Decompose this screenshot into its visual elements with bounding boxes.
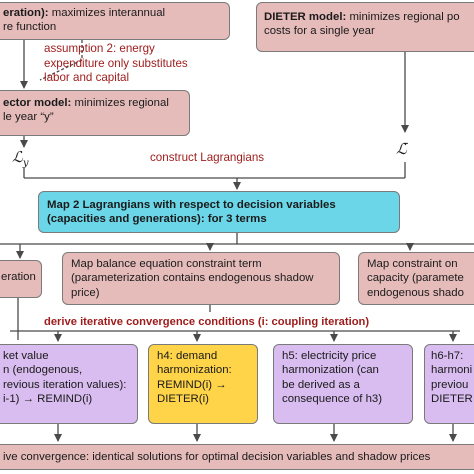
map-lagrangians-line-2: (capacities and generations): for 3 term…: [47, 213, 267, 226]
market-line-1: ket value: [3, 350, 49, 362]
convergence-box: ive convergence: identical solutions for…: [0, 444, 474, 470]
capacity-line-2: capacity (paramete: [367, 272, 464, 285]
map-lagrangians-box: Map 2 Lagrangians with respect to decisi…: [38, 191, 400, 233]
dieter-model-name: DIETER model:: [264, 11, 347, 23]
top-left-model-desc-2: re function: [3, 21, 57, 34]
dieter-model-desc-1: minimizes regional po: [346, 11, 460, 23]
dieter-model-desc-2: costs for a single year: [264, 25, 375, 38]
capacity-constraint-box: Map constraint on capacity (paramete end…: [358, 252, 474, 305]
balance-equation-box: Map balance equation constraint term (pa…: [62, 252, 340, 305]
assumption-line-1: assumption 2: energy: [44, 42, 155, 55]
h4-line-4: DIETER(i): [157, 393, 209, 406]
h4-line-2: harmonization:: [157, 364, 232, 377]
balance-line-1: Map balance equation constraint term: [71, 258, 262, 270]
sector-model-desc-1: minimizes regional: [71, 97, 169, 109]
sector-model-desc-2: le year “y”: [3, 111, 54, 124]
market-line-3: revious iteration values):: [3, 378, 127, 391]
capacity-line-3: endogenous shado: [367, 286, 464, 299]
h5-price-box: h5: electricity price harmonization (can…: [273, 344, 413, 424]
assumption-line-2: expenditure only substitutes: [44, 56, 188, 70]
sector-model-name: ector model:: [3, 97, 72, 109]
h67-line-1: h6-h7:: [431, 350, 464, 362]
capacity-line-1: Map constraint on: [367, 258, 458, 270]
h67-line-2: harmoni: [431, 364, 473, 377]
assumption-line-3: labor and capital: [44, 71, 130, 85]
h5-line-2: harmonization (can: [282, 364, 379, 377]
h4-line-3: REMIND(i) →: [157, 378, 227, 391]
h5-line-3: be derived as a: [282, 378, 360, 391]
derive-conditions-label: derive iterative convergence conditions …: [44, 316, 370, 328]
h5-line-4: consequence of h3): [282, 393, 383, 406]
map-lagrangians-line-1: Map 2 Lagrangians with respect to decisi…: [47, 199, 336, 211]
dieter-model-box: DIETER model: minimizes regional po cost…: [256, 2, 474, 52]
market-line-2: n (endogenous,: [3, 364, 83, 377]
h5-line-1: h5: electricity price: [282, 350, 377, 362]
map-generation-box: eration: [0, 260, 42, 298]
balance-line-3: price): [71, 286, 100, 299]
top-left-model-box: eration): maximizes interannual re funct…: [0, 2, 230, 40]
market-value-box: ket value n (endogenous, revious iterati…: [0, 344, 138, 424]
h4-demand-box: h4: demand harmonization: REMIND(i) → DI…: [148, 344, 258, 424]
balance-line-2: (parameterization contains endogenous sh…: [71, 272, 314, 285]
top-left-model-name: eration):: [3, 7, 49, 19]
lagrangian-left: ℒy: [12, 148, 29, 169]
h6-h7-box: h6-h7: harmoni previou DIETER: [424, 344, 474, 424]
h67-line-4: DIETER: [431, 393, 473, 406]
map-generation-label: eration: [1, 271, 36, 283]
h4-line-1: h4: demand: [157, 350, 218, 362]
construct-lagrangians-label: construct Lagrangians: [150, 151, 265, 164]
convergence-text: ive convergence: identical solutions for…: [3, 451, 431, 463]
h67-line-3: previou: [431, 378, 469, 391]
market-line-4: i-1) → REMIND(i): [3, 393, 93, 406]
top-left-model-desc-1: maximizes interannual: [48, 7, 166, 19]
lagrangian-right: ℒ̄: [396, 140, 407, 158]
assumption-note: assumption 2: energy expenditure only su…: [44, 42, 188, 86]
sector-model-box: ector model: minimizes regional le year …: [0, 90, 190, 136]
